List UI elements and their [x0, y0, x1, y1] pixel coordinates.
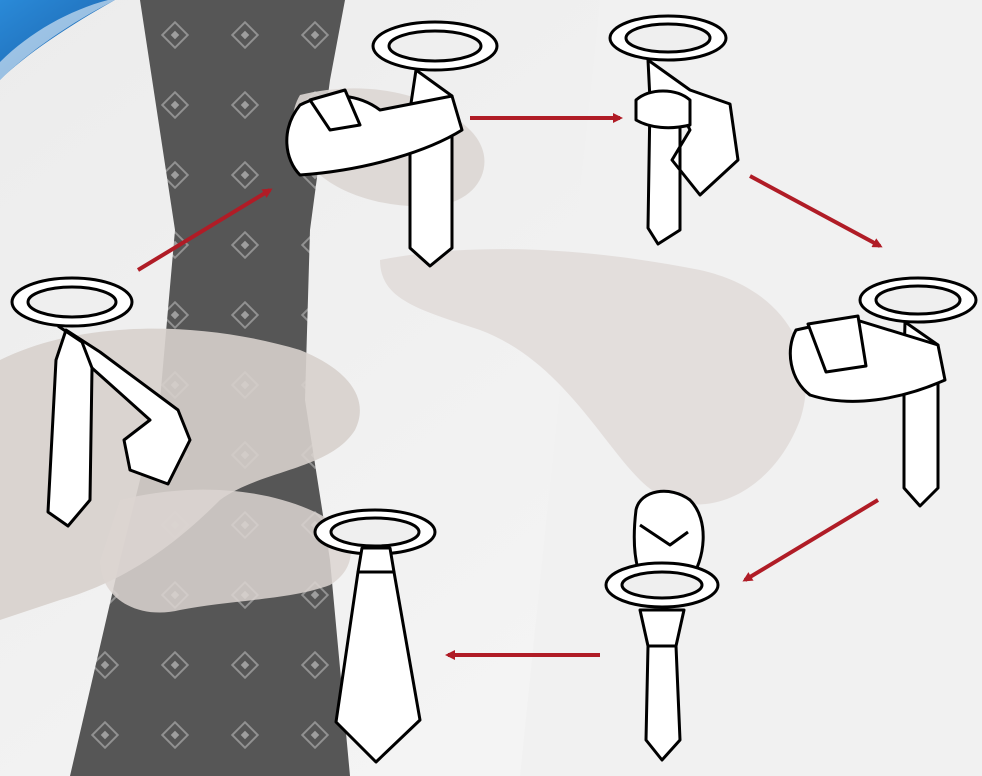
- tie-blade-icon: [646, 646, 680, 760]
- collar-loop-inner: [389, 31, 481, 61]
- knot-icon: [636, 91, 690, 128]
- collar-loop-inner: [28, 287, 116, 317]
- collar-loop-inner: [622, 572, 702, 598]
- collar-loop-inner: [331, 518, 419, 546]
- collar-loop-inner: [876, 286, 960, 314]
- knot-icon: [358, 548, 394, 572]
- collar-loop-inner: [626, 24, 710, 52]
- knot-icon: [640, 610, 684, 646]
